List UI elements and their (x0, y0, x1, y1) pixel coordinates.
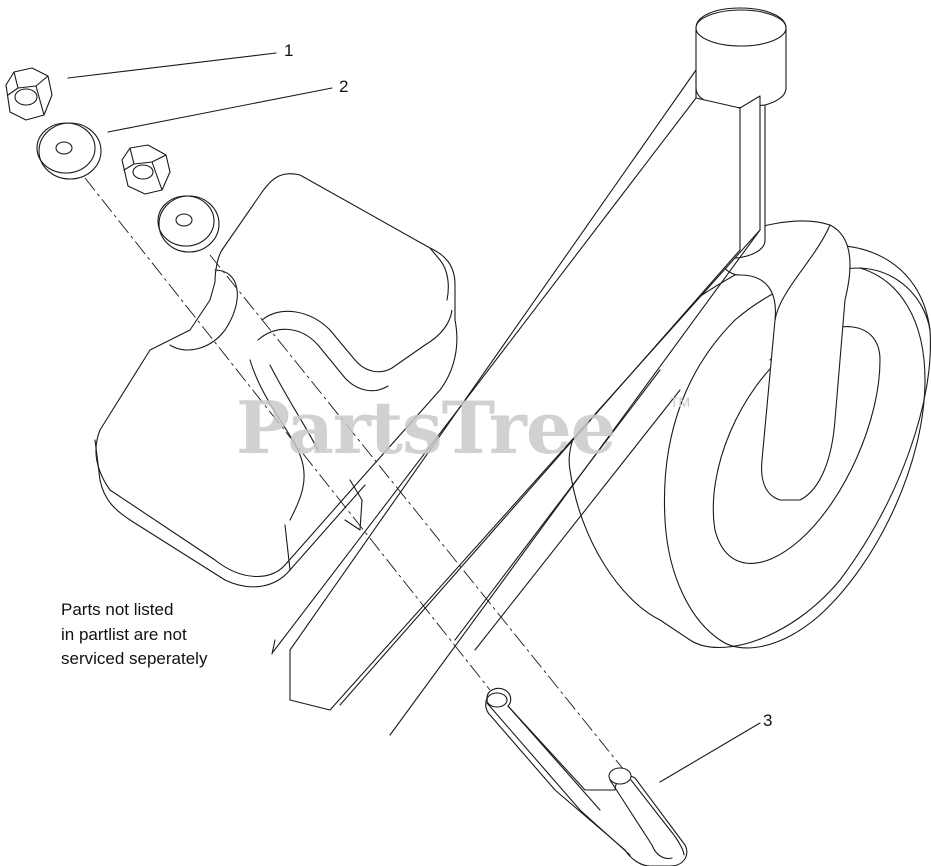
callout-leaders (67, 52, 761, 783)
watermark-trademark: TM (670, 394, 691, 410)
watermark-text: PartsTree (236, 385, 616, 470)
support-rod (454, 369, 681, 651)
service-note-line-2: in partlist are not (61, 624, 187, 644)
flat-washer-2 (157, 195, 220, 253)
hex-nut-1 (5, 67, 53, 121)
hex-nut-2 (121, 144, 171, 195)
callout-2: 2 (339, 77, 349, 96)
callout-3: 3 (763, 711, 773, 730)
bent-pin-part-3 (485, 687, 688, 866)
flat-washer-1 (36, 122, 102, 180)
assembly-axis-lines (84, 177, 641, 791)
callout-1: 1 (284, 41, 294, 60)
service-note: Parts not listed in partlist are not ser… (61, 598, 207, 672)
service-note-line-1: Parts not listed (61, 600, 174, 619)
caster-fork (714, 220, 851, 501)
service-note-line-3: serviced seperately (61, 649, 208, 668)
weight-block (94, 173, 458, 588)
